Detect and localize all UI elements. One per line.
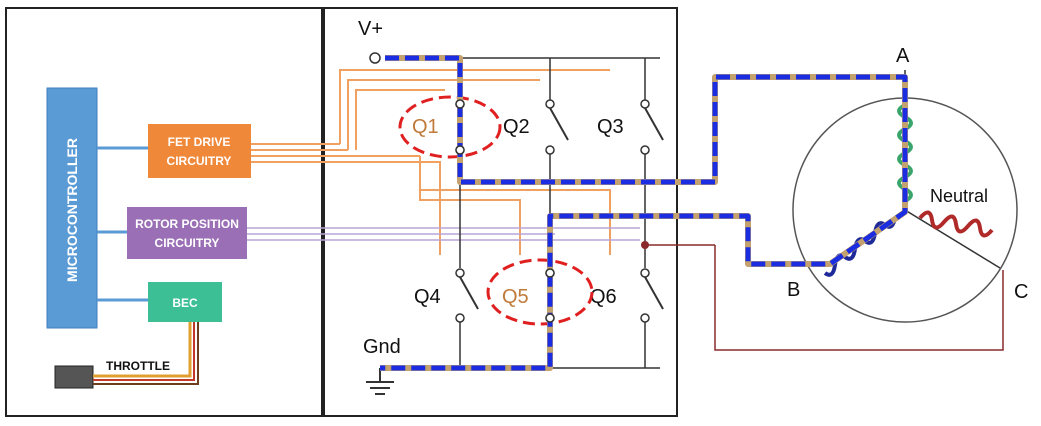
q1-label: Q1: [412, 116, 439, 138]
q1-bottom-contact: [455, 145, 465, 155]
q2-label: Q2: [503, 116, 530, 138]
vplus-terminal: [369, 52, 381, 64]
phase-c-wire: [714, 245, 1004, 351]
throttle-wire-brown: [93, 322, 199, 385]
q5-top-contact: [545, 268, 555, 278]
q5-highlight: [486, 258, 594, 326]
rotor-sense-bus: [247, 227, 640, 241]
q3-label: Q3: [597, 116, 624, 138]
phase-c-lead: [904, 209, 1001, 269]
fet-drive-label-2: CIRCUITRY: [167, 154, 232, 168]
bec-block: [148, 282, 222, 322]
throttle-wire-yellow: [93, 322, 192, 378]
switch-symbols: [452, 99, 664, 323]
q6-label: Q6: [590, 286, 617, 308]
bec-label: BEC: [172, 296, 198, 310]
fet-drive-bus: [251, 69, 611, 255]
phase-b-label: B: [787, 279, 800, 301]
throttle-connector: [54, 365, 94, 389]
q5-label: Q5: [502, 286, 529, 308]
coil-c: [918, 210, 994, 238]
controller-panel: [5, 7, 325, 417]
throttle-label: THROTTLE: [106, 359, 170, 373]
microcontroller-label: MICROCONTROLLER: [64, 138, 80, 282]
phase-c-node: [641, 241, 649, 249]
q5-bottom-contact: [545, 313, 555, 323]
neutral-label: Neutral: [930, 186, 988, 206]
throttle-wire-red: [93, 322, 195, 381]
ground-icon: [366, 368, 394, 395]
phase-c-label: C: [1014, 281, 1028, 303]
rotor-position-block: [127, 207, 247, 259]
phase-a-label: A: [896, 45, 910, 67]
microcontroller-block: [46, 87, 98, 329]
rotor-position-label-1: ROTOR POSITION: [135, 217, 239, 231]
q1-top-contact: [455, 99, 465, 109]
vplus-label: V+: [358, 18, 383, 40]
gnd-label: Gnd: [363, 336, 401, 358]
rotor-position-label-2: CIRCUITRY: [155, 236, 220, 250]
q1-highlight: [398, 95, 502, 159]
current-path: [380, 55, 908, 371]
bridge-panel: [321, 7, 678, 417]
fet-drive-label-1: FET DRIVE: [168, 135, 231, 149]
fet-drive-block: [148, 124, 251, 178]
q4-label: Q4: [414, 286, 441, 308]
